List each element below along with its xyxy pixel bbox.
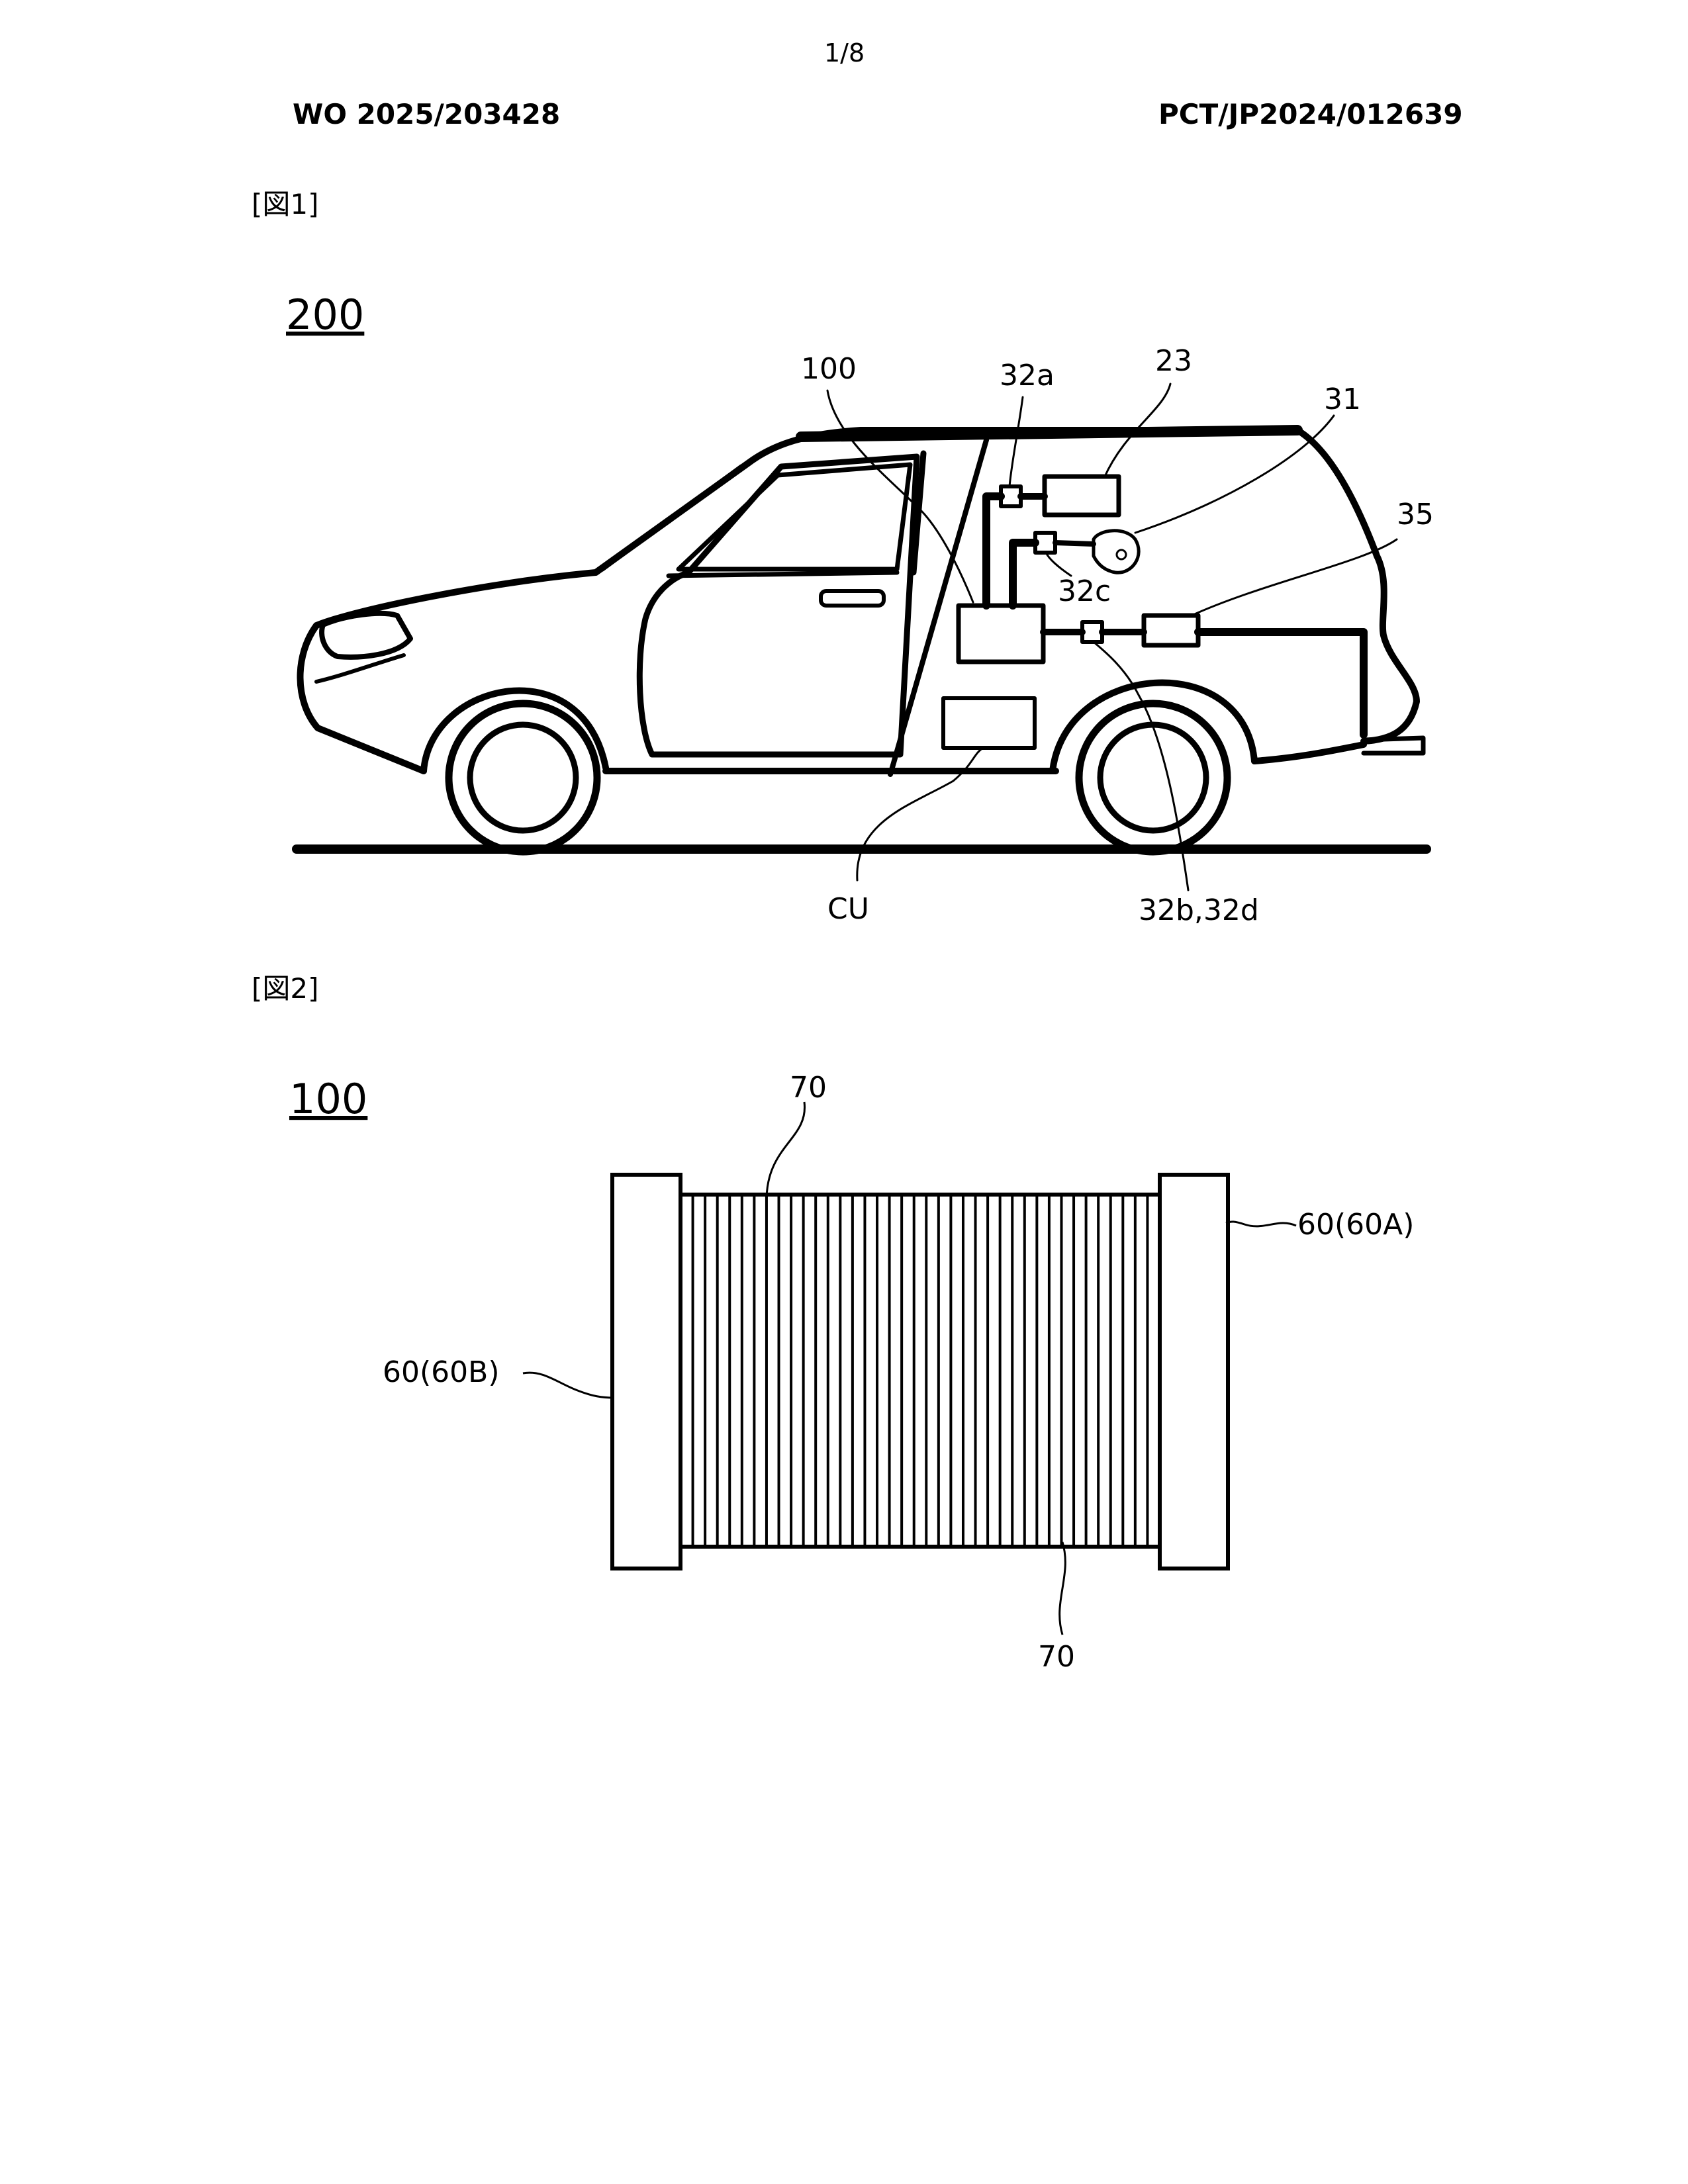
ref-32a: 32a: [1000, 359, 1055, 392]
figure1-drawing: 200: [286, 291, 1434, 927]
windshield-line: [602, 467, 741, 569]
leader-32a: [1009, 397, 1023, 486]
end-plate-60A: [1160, 1175, 1228, 1569]
ref-100: 100: [801, 352, 857, 386]
cell-separator-lines: [693, 1195, 1148, 1547]
blower-hub: [1117, 550, 1126, 559]
blower-31: [1094, 531, 1139, 572]
pipe-to-32a: [986, 496, 1001, 606]
vehicle-body-outline: [300, 430, 1417, 771]
tank-23-box: [1045, 477, 1119, 515]
rear-bumper: [1364, 738, 1423, 753]
front-wheel-inner: [470, 725, 576, 831]
ref-35: 35: [1397, 498, 1434, 531]
pipe-32c-31: [1055, 543, 1094, 544]
figure2-drawing: 100 70 70 60(60A) 60(60B): [289, 1071, 1414, 1674]
front-window: [679, 465, 910, 569]
end-plate-60B: [612, 1175, 680, 1569]
headlight: [322, 614, 410, 657]
ref-23: 23: [1155, 344, 1192, 378]
leader-70-bottom: [1060, 1542, 1066, 1635]
door-handle: [821, 591, 884, 606]
door-belt-line: [669, 572, 897, 576]
leader-60A: [1226, 1222, 1296, 1226]
ref-70-top: 70: [790, 1071, 827, 1105]
pipe-to-32c: [1013, 543, 1035, 606]
ref-70-bottom: 70: [1038, 1640, 1075, 1674]
rear-underbody: [1254, 745, 1364, 761]
ref-31: 31: [1324, 383, 1361, 416]
ref-32b32d: 32b,32d: [1139, 893, 1259, 927]
leader-60B: [523, 1373, 614, 1398]
leader-35: [1192, 539, 1397, 615]
exhaust-pipe: [1198, 632, 1364, 735]
fuel-cell-stack-box: [959, 606, 1043, 662]
vehicle-ref-200: 200: [286, 291, 364, 339]
stack-ref-100: 100: [289, 1075, 367, 1123]
ref-32c: 32c: [1058, 574, 1111, 608]
rear-wheel-inner: [1100, 725, 1206, 831]
ref-CU: CU: [827, 892, 869, 926]
ref-60A: 60(60A): [1297, 1208, 1414, 1242]
leader-70-top: [767, 1102, 805, 1198]
roof-line: [801, 430, 1297, 437]
leader-32c: [1046, 553, 1071, 576]
component-35-box: [1144, 615, 1198, 645]
ref-60B: 60(60B): [383, 1355, 500, 1389]
cell-stack-body: [680, 1195, 1160, 1547]
control-unit-box: [943, 698, 1035, 748]
